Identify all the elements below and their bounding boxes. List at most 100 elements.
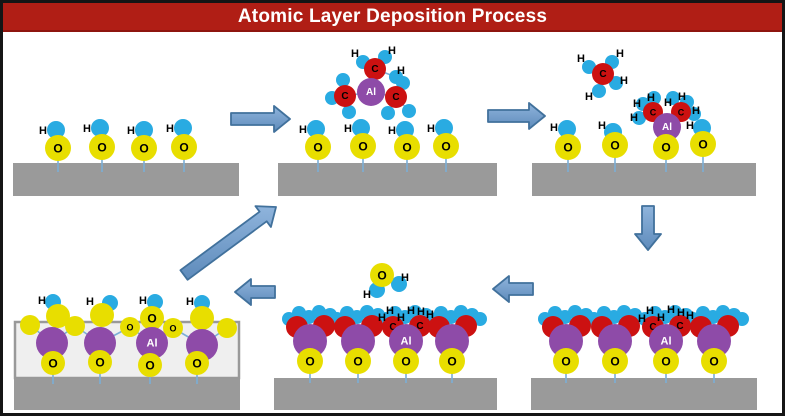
atom-O (190, 306, 214, 330)
free-atom-label: H (299, 124, 307, 136)
atom-Al (293, 324, 327, 358)
free-atom-label: H (127, 125, 135, 137)
atom-label-O: O (447, 355, 456, 369)
atom-O (89, 134, 115, 160)
free-atom-label: H (166, 123, 174, 135)
atom-Al (84, 327, 116, 359)
atom-O (131, 135, 157, 161)
diagram-title: Atomic Layer Deposition Process (237, 5, 548, 27)
atom-H (582, 60, 596, 74)
atom-H (174, 119, 192, 137)
atom-H (336, 73, 350, 87)
free-atom-label: H (692, 105, 700, 117)
free-atom-label: H (638, 313, 646, 325)
free-atom-label: H (83, 123, 91, 135)
atom-label-C: C (416, 321, 423, 332)
atom-label-O: O (353, 355, 362, 369)
flow-arrow (179, 205, 277, 281)
atom-label-O: O (563, 141, 572, 155)
atom-label-O: O (48, 357, 57, 371)
atom-C (385, 86, 407, 108)
free-atom-label: H (186, 296, 194, 308)
atom-H (91, 119, 109, 137)
atom-H (402, 104, 416, 118)
atom-Al (389, 324, 423, 358)
atom-O (393, 348, 419, 374)
atom-Al (357, 78, 385, 106)
atom-Al (341, 324, 375, 358)
atom-H (647, 91, 661, 105)
atom-label-C: C (649, 322, 656, 333)
atom-H (666, 91, 680, 105)
free-atom-label: H (550, 122, 558, 134)
atom-label-C: C (392, 92, 399, 103)
atom-C (334, 85, 356, 107)
atom-label-O: O (709, 355, 718, 369)
free-atom-label: H (630, 112, 638, 124)
atom-H (473, 312, 487, 326)
atom-O (350, 133, 376, 159)
atom-label-C: C (676, 321, 683, 332)
atom-O (297, 348, 323, 374)
free-atom-label: H (39, 125, 47, 137)
atom-label-O: O (698, 138, 707, 152)
atom-H (352, 119, 370, 137)
substrate-bar (13, 163, 239, 196)
atom-label-O: O (126, 323, 133, 333)
atom-O (653, 348, 679, 374)
atom-O (41, 351, 65, 375)
substrate-bar (14, 378, 240, 410)
atom-Al (598, 324, 632, 358)
atom-O (163, 318, 183, 338)
free-atom-label: H (401, 272, 409, 284)
title-bar: Atomic Layer Deposition Process (3, 3, 782, 32)
atom-H (342, 105, 356, 119)
free-atom-label: H (664, 97, 672, 109)
atom-O (140, 306, 164, 330)
atom-Al (649, 324, 683, 358)
free-atom-label: H (86, 296, 94, 308)
atom-H (391, 276, 407, 292)
free-atom-label: H (38, 295, 46, 307)
atom-O (602, 348, 628, 374)
atom-O (217, 318, 237, 338)
atom-H (147, 294, 163, 310)
atom-label-O: O (97, 141, 106, 155)
atom-label-Al: Al (401, 336, 412, 348)
atom-label-O: O (313, 141, 322, 155)
atom-O (690, 131, 716, 157)
flow-arrow (492, 275, 534, 303)
substrate-bar (532, 163, 756, 196)
atom-O (555, 134, 581, 160)
atom-O (370, 263, 394, 287)
atom-label-Al: Al (662, 122, 672, 133)
atom-O (345, 348, 371, 374)
atom-O (602, 132, 628, 158)
free-atom-label: H (378, 312, 386, 324)
atom-O (305, 134, 331, 160)
atom-Al (36, 327, 68, 359)
atom-label-O: O (610, 355, 619, 369)
substrate-bar (531, 378, 757, 410)
atom-label-O: O (441, 140, 450, 154)
atom-label-O: O (610, 139, 619, 153)
flow-arrow (230, 105, 291, 133)
substrate-bar (278, 163, 497, 196)
atom-H (307, 120, 325, 138)
free-atom-label: H (677, 307, 685, 319)
atom-H (632, 111, 646, 125)
free-atom-label: H (388, 125, 396, 137)
atom-O (394, 134, 420, 160)
free-atom-label: H (646, 305, 654, 317)
atom-H (396, 76, 410, 90)
atom-C (364, 58, 386, 80)
atom-O (553, 348, 579, 374)
atom-O (653, 134, 679, 160)
atom-label-Al: Al (661, 336, 672, 348)
free-atom-label: H (351, 48, 359, 60)
free-atom-label: H (139, 295, 147, 307)
atom-O (171, 134, 197, 160)
free-atom-label: H (633, 98, 641, 110)
atom-label-O: O (139, 142, 148, 156)
